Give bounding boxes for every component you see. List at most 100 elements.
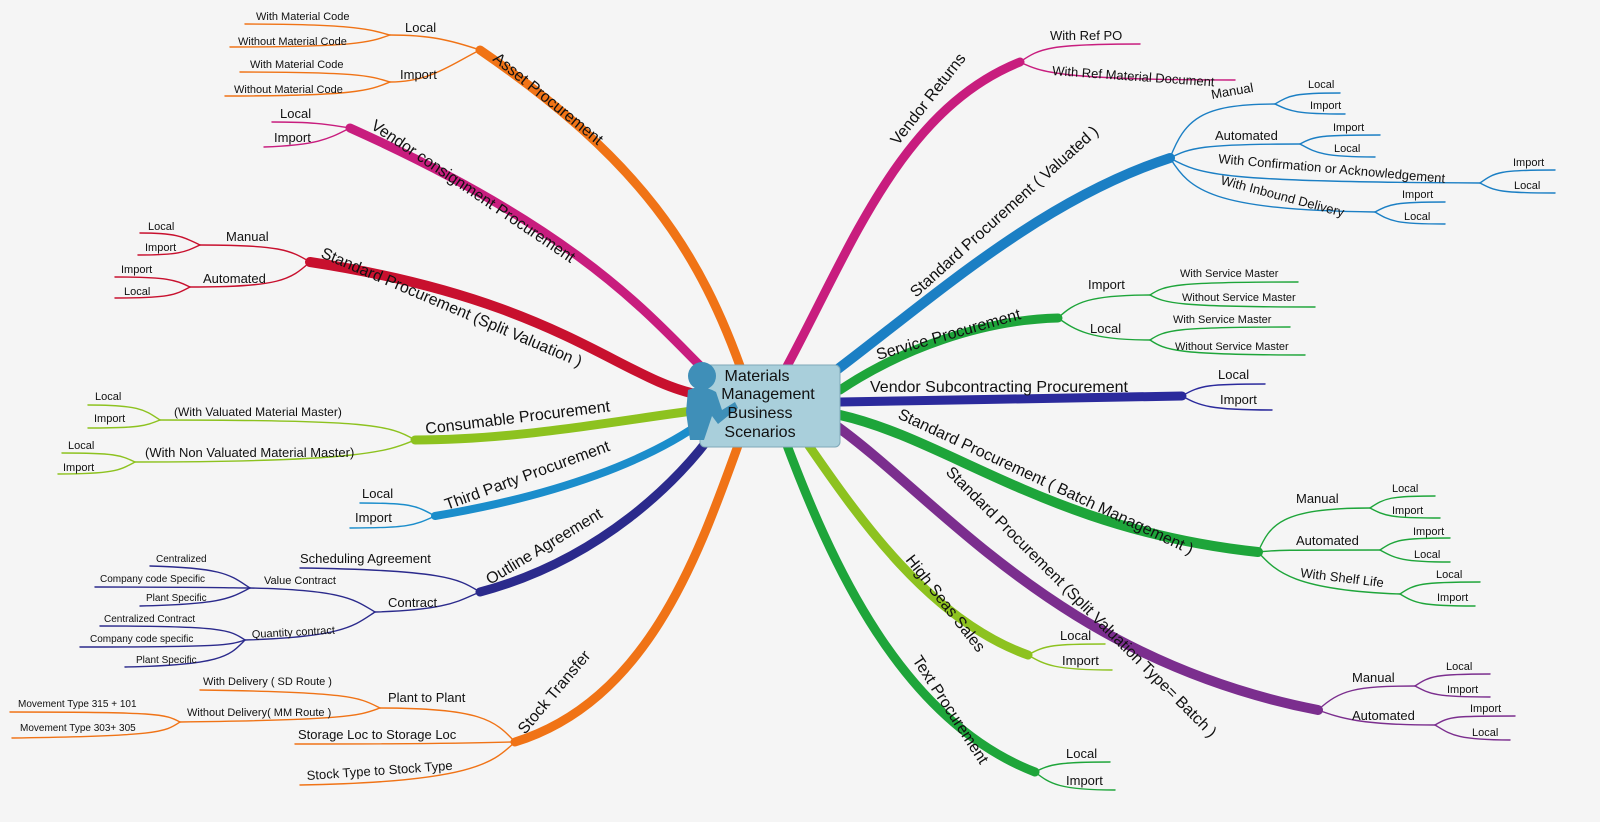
outline-q3-label: Plant Specific bbox=[136, 655, 197, 666]
outline-contract-label: Contract bbox=[388, 595, 438, 610]
valuated-a-import-label: Import bbox=[1333, 122, 1364, 134]
outline-v2-label: Company code Specific bbox=[100, 574, 205, 585]
twig-split-a-local bbox=[114, 286, 191, 299]
service-l-without-label: Without Service Master bbox=[1175, 341, 1289, 353]
stock-mt2-label: Movement Type 303+ 305 bbox=[20, 723, 136, 734]
twig-splitbatch-a-local bbox=[1434, 724, 1511, 741]
twig-outline-contract bbox=[374, 591, 481, 613]
consumable-n-local-label: Local bbox=[68, 440, 94, 452]
twig-split-a-import bbox=[114, 276, 191, 288]
stock-mt1-label: Movement Type 315 + 101 bbox=[18, 699, 137, 710]
twig-batch-automated bbox=[1257, 549, 1381, 553]
twig-consumable-n-local bbox=[61, 452, 136, 463]
twig-batch-shelf bbox=[1257, 551, 1401, 595]
branch-third-party bbox=[431, 416, 709, 520]
consumable-nonvaluated-label: (With Non Valuated Material Master) bbox=[145, 445, 354, 460]
twig-service-i-with bbox=[1149, 281, 1299, 296]
presenter-figure-icon bbox=[686, 362, 738, 440]
twig-asset-l-with bbox=[244, 23, 391, 36]
twig-outline-scheduling bbox=[299, 567, 481, 593]
thirdparty-local-label: Local bbox=[362, 486, 393, 501]
batch-m-import-label: Import bbox=[1392, 505, 1423, 517]
batch-s-local-label: Local bbox=[1436, 569, 1462, 581]
branch-vendor-returns bbox=[780, 57, 1025, 375]
center-line-1: Materials bbox=[725, 368, 790, 385]
twig-valuated-m-local bbox=[1274, 92, 1341, 105]
valuated-m-import-label: Import bbox=[1310, 100, 1341, 112]
stock-p2p-label: Plant to Plant bbox=[388, 690, 466, 705]
twig-thirdparty-import bbox=[349, 515, 436, 529]
asset-l-without-label: Without Material Code bbox=[238, 36, 347, 48]
twig-batch-m-local bbox=[1369, 495, 1436, 509]
text-local-label: Local bbox=[1066, 746, 1097, 761]
twig-batch-s-import bbox=[1399, 593, 1476, 607]
split-automated-label: Automated bbox=[203, 271, 266, 286]
valuated-a-local-label: Local bbox=[1334, 143, 1360, 155]
twig-splitbatch-a-import bbox=[1434, 715, 1516, 726]
highseas-local-label: Local bbox=[1060, 628, 1091, 643]
twig-valuated-i-local bbox=[1374, 211, 1446, 225]
twig-split-manual bbox=[199, 244, 311, 263]
branch-stock-transfer bbox=[510, 435, 745, 747]
twig-returns-refpo bbox=[1019, 43, 1141, 63]
twig-consign-local bbox=[271, 121, 351, 129]
branch-text bbox=[780, 435, 1040, 777]
outline-v1-label: Centralized bbox=[156, 554, 207, 565]
splitbatch-manual-label: Manual bbox=[1352, 670, 1395, 685]
twig-splitbatch-m-local bbox=[1414, 673, 1491, 687]
twig-stock-mt2 bbox=[11, 721, 181, 739]
twig-valuated-a-import bbox=[1299, 134, 1381, 145]
service-local-label: Local bbox=[1090, 321, 1121, 336]
outline-scheduling-label: Scheduling Agreement bbox=[300, 551, 431, 566]
twig-valuated-inbound bbox=[1169, 157, 1376, 213]
branch-high-seas bbox=[800, 435, 1033, 660]
subcon-import-label: Import bbox=[1220, 392, 1257, 407]
twig-asset-local bbox=[389, 34, 481, 51]
twig-split-m-import bbox=[137, 244, 201, 256]
batch-a-local-label: Local bbox=[1414, 549, 1440, 561]
twig-batch-s-local bbox=[1399, 581, 1481, 595]
thirdparty-import-label: Import bbox=[355, 510, 392, 525]
twig-thirdparty-local bbox=[359, 502, 436, 517]
twig-valuated-i-import bbox=[1374, 201, 1446, 213]
batch-shelf-label: With Shelf Life bbox=[1300, 565, 1385, 590]
twig-text-import bbox=[1034, 771, 1116, 791]
twig-outline-q1 bbox=[99, 625, 246, 641]
valuated-i-import-label: Import bbox=[1402, 189, 1433, 201]
twig-outline-quantity bbox=[244, 611, 376, 641]
twig-valuated-m-import bbox=[1274, 103, 1346, 115]
batch-automated-label: Automated bbox=[1296, 533, 1359, 548]
twig-service-l-without bbox=[1149, 339, 1306, 356]
center-line-3: Business bbox=[728, 405, 793, 422]
branch-split-batch bbox=[830, 420, 1323, 715]
twig-valuated-c-local bbox=[1479, 182, 1556, 194]
service-i-with-label: With Service Master bbox=[1180, 268, 1279, 280]
stock-withdel-label: With Delivery ( SD Route ) bbox=[203, 676, 332, 688]
valuated-manual-label: Manual bbox=[1210, 80, 1255, 102]
twig-outline-v2 bbox=[94, 586, 251, 589]
twig-splitbatch-manual bbox=[1317, 685, 1416, 711]
twig-asset-l-without bbox=[229, 34, 391, 48]
twig-splitbatch-m-import bbox=[1414, 685, 1491, 698]
title-batch: Standard Procurement ( Batch Management … bbox=[895, 406, 1196, 558]
outline-v3-label: Plant Specific bbox=[146, 593, 207, 604]
twig-returns-refdoc bbox=[1019, 61, 1236, 81]
valuated-c-import-label: Import bbox=[1513, 157, 1544, 169]
title-asset-procurement: Asset Procurement bbox=[489, 50, 606, 149]
twig-valuated-confirm bbox=[1169, 157, 1481, 184]
twig-splitbatch-automated bbox=[1317, 709, 1436, 726]
twig-split-automated bbox=[189, 261, 311, 288]
twig-stock-stocktype bbox=[299, 741, 516, 786]
twig-outline-v3 bbox=[139, 587, 251, 607]
split-m-import-label: Import bbox=[145, 242, 176, 254]
outline-q1-label: Centralized Contract bbox=[104, 614, 195, 625]
service-import-label: Import bbox=[1088, 277, 1125, 292]
twig-consumable-nonvaluated bbox=[134, 439, 416, 463]
title-service: Service Procurement bbox=[874, 306, 1023, 364]
text-import-label: Import bbox=[1066, 773, 1103, 788]
branch-vendor-consignment bbox=[345, 123, 725, 390]
twig-batch-a-local bbox=[1379, 549, 1451, 563]
split-manual-label: Manual bbox=[226, 229, 269, 244]
outline-value-label: Value Contract bbox=[264, 575, 336, 587]
